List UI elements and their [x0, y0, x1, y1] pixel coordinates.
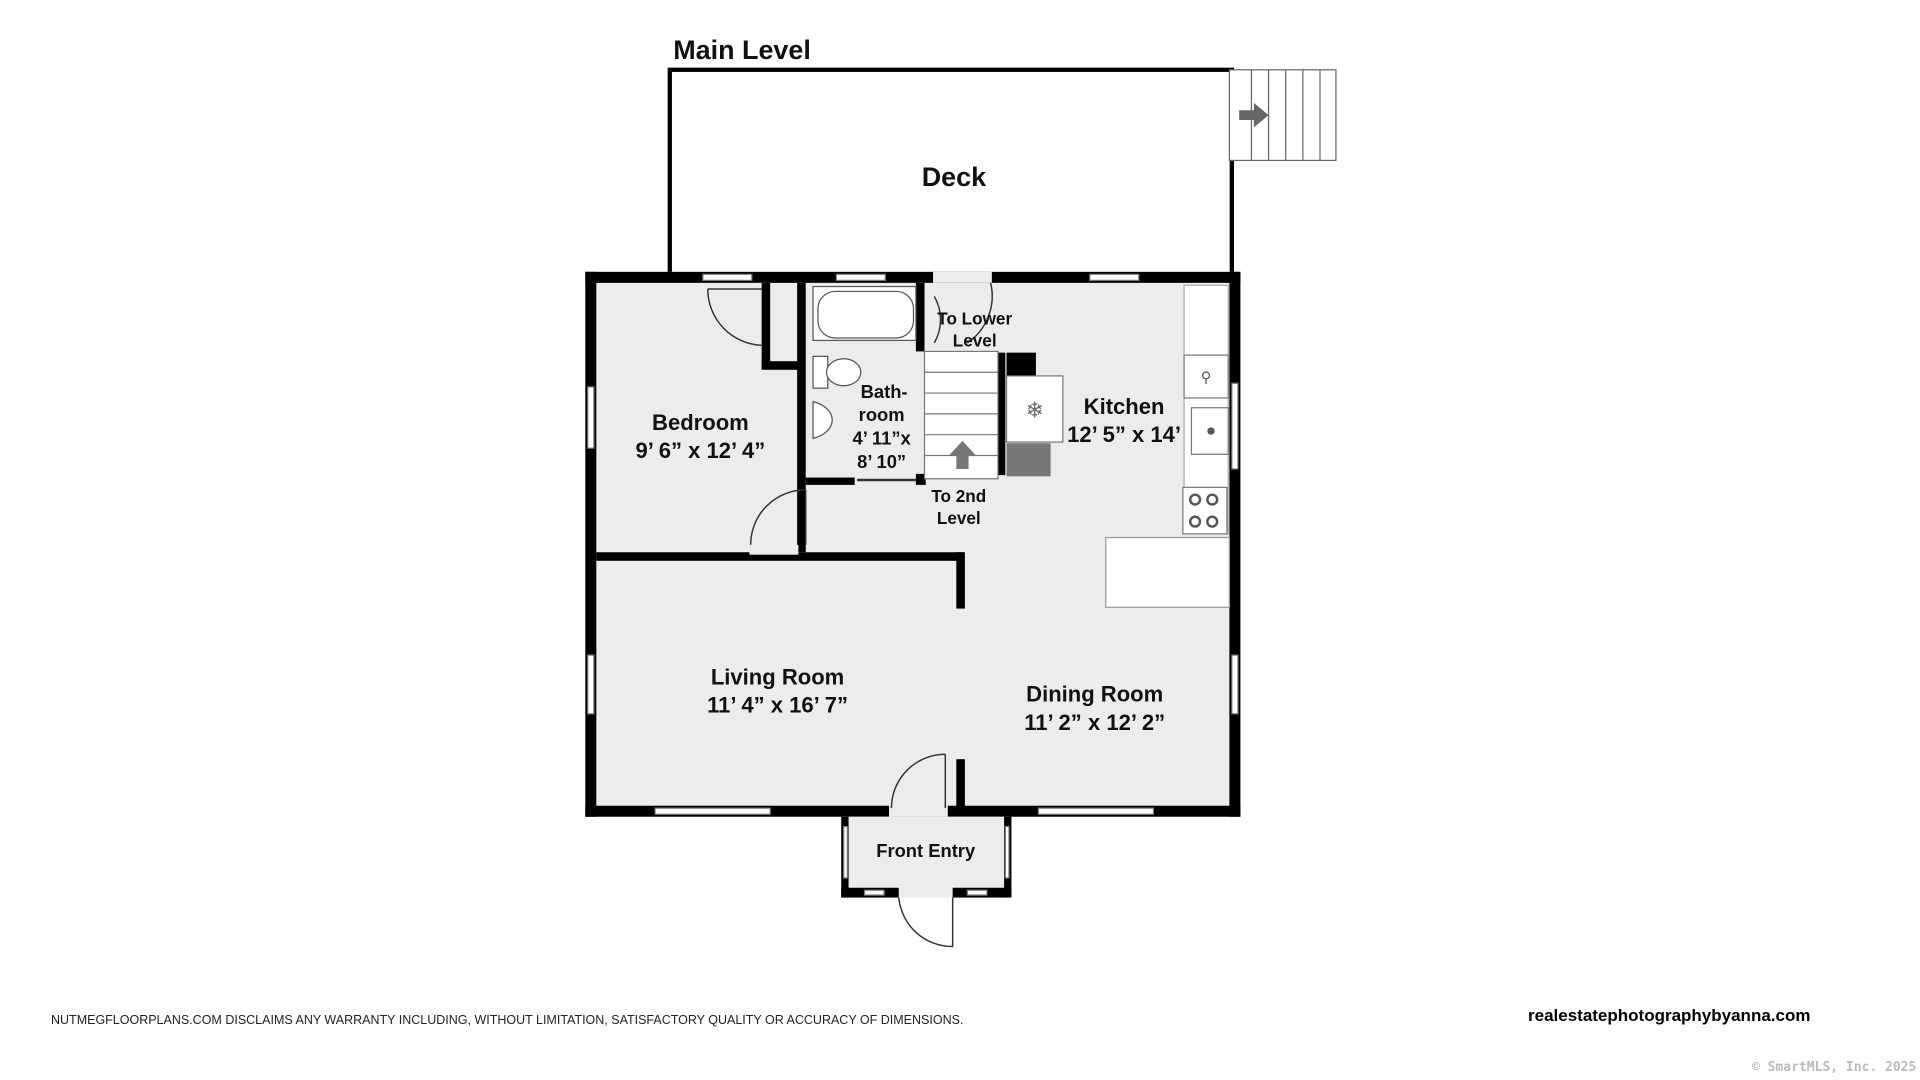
stairs [923, 350, 999, 480]
front-entry [841, 816, 1012, 898]
copyright: © SmartMLS, Inc. 2025 [1752, 1060, 1917, 1075]
bathroom-label-1: Bath- [861, 381, 908, 402]
disclaimer: NUTMEGFLOORPLANS.COM DISCLAIMS ANY WARRA… [51, 1013, 964, 1027]
bedroom-label: Bedroom [652, 410, 749, 435]
arrow-up-icon [948, 440, 976, 469]
to-lower-level-1: To Lower [937, 308, 1012, 328]
windows [587, 273, 1239, 815]
to-2nd-level-1: To 2nd [931, 486, 986, 506]
toilet-icon [812, 355, 862, 389]
appliance [1006, 443, 1051, 477]
deck-label: Deck [922, 162, 986, 192]
bathroom-size-2: 8’ 10” [857, 451, 906, 472]
sink-icon [812, 400, 833, 440]
deck [667, 67, 1234, 278]
doors [707, 282, 993, 948]
to-lower-level-2: Level [953, 331, 997, 351]
kitchen-island [1105, 536, 1230, 608]
deck-stairs [1228, 69, 1337, 162]
to-2nd-level-2: Level [937, 508, 981, 528]
bathroom-label-2: room [859, 404, 905, 425]
snowflake-icon: ❄ [1025, 398, 1043, 423]
dishwasher-icon: ⚲ [1201, 370, 1212, 386]
arrow-right-icon [1239, 102, 1269, 128]
plan-title: Main Level [673, 35, 811, 65]
website-link[interactable]: realestatephotographybyanna.com [1528, 1006, 1811, 1025]
walls [585, 271, 1241, 817]
kitchen-label: Kitchen [1084, 394, 1165, 419]
dining-room-size: 11’ 2” x 12’ 2” [1024, 710, 1165, 735]
dining-room-label: Dining Room [1026, 682, 1163, 707]
refrigerator [1005, 375, 1064, 443]
bathtub-icon [812, 285, 917, 342]
stove-icon [1182, 486, 1228, 535]
bathroom-size-1: 4’ 11”x [853, 427, 912, 448]
bedroom-size: 9’ 6” x 12’ 4” [635, 438, 765, 463]
living-room-label: Living Room [711, 664, 844, 689]
living-room-size: 11’ 4” x 16’ 7” [707, 693, 848, 718]
front-entry-label: Front Entry [876, 840, 976, 861]
kitchen-size: 12’ 5” x 14’ [1067, 422, 1181, 447]
dishwasher [1183, 354, 1229, 399]
